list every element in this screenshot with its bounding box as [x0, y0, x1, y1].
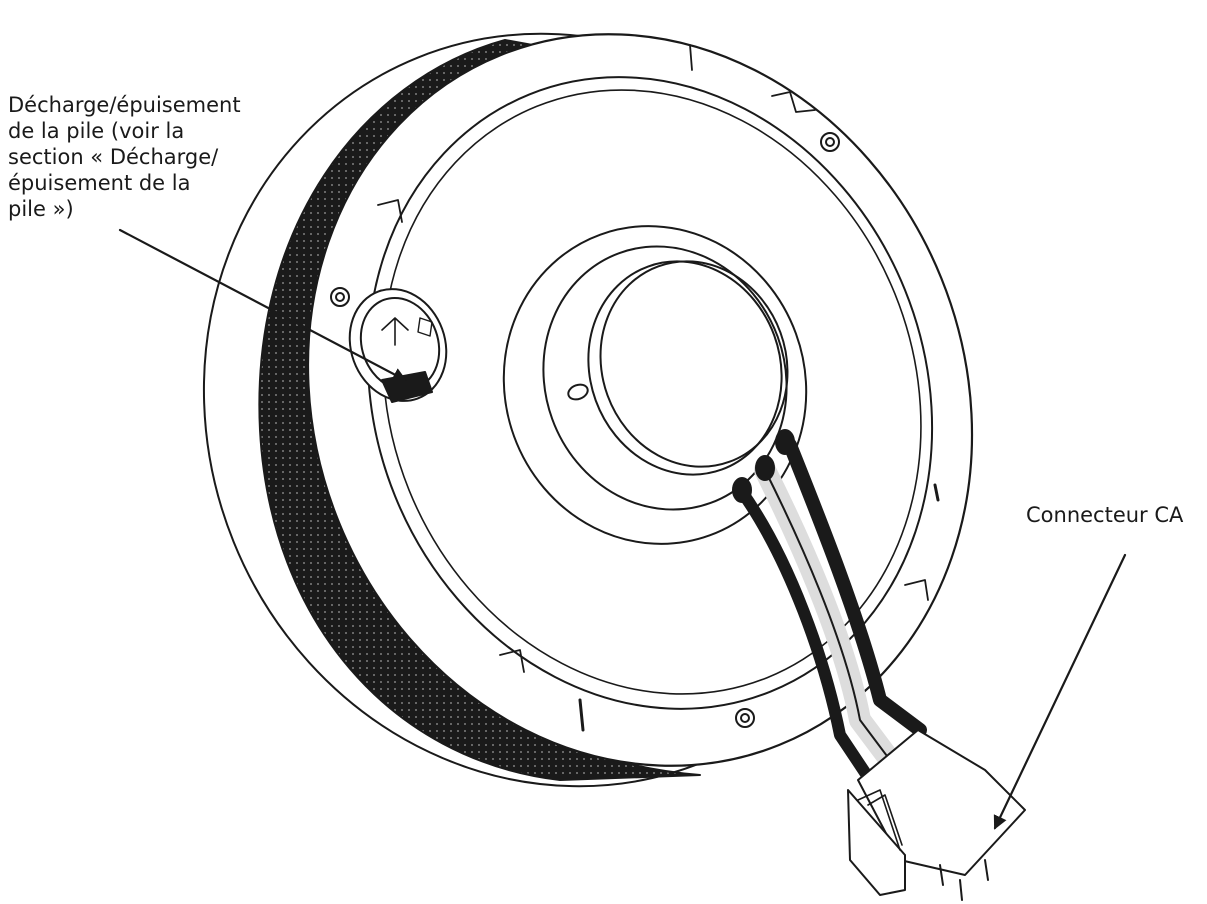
callout-battery-drain: Décharge/épuisement de la pile (voir la … — [8, 92, 288, 222]
callout-battery-line-3: section « Décharge/ — [8, 145, 219, 169]
callout-ac-connector: Connecteur CA — [1026, 503, 1184, 527]
mounting-ring-tabs — [377, 44, 940, 732]
callout-battery-line-4: épuisement de la — [8, 171, 191, 195]
mounting-screw-top — [820, 132, 840, 152]
ac-connector-block — [847, 729, 1026, 901]
mounting-screw-left — [330, 287, 350, 307]
ac-wire-harness — [732, 429, 927, 786]
callout-battery-line-2: de la pile (voir la — [8, 119, 185, 143]
callout-battery-line-5: pile ») — [8, 197, 74, 221]
leader-line-battery — [118, 228, 407, 382]
sensor-chamber — [502, 225, 808, 545]
battery-drain-disc — [348, 288, 448, 403]
callout-battery-line-1: Décharge/épuisement — [8, 93, 241, 117]
leader-line-ac-connector — [993, 553, 1127, 830]
mounting-ring — [366, 76, 934, 710]
mounting-screw-bottom — [735, 708, 755, 728]
